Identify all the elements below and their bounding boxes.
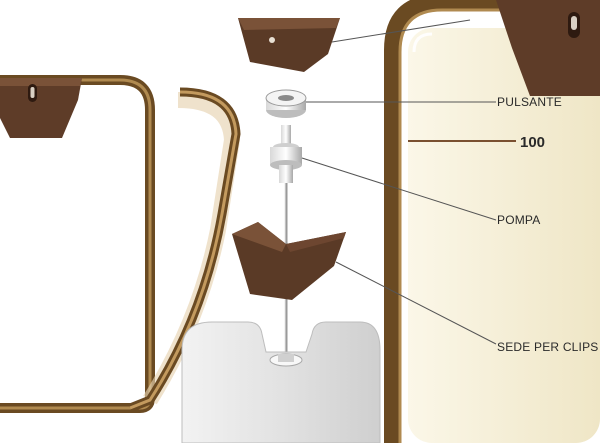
leader-sede-per-clips	[335, 261, 497, 345]
folded-frame-piece	[128, 87, 241, 413]
left-frame	[0, 75, 155, 413]
label-sede-per-clips: SEDE PER CLIPS	[497, 340, 599, 354]
leader-top-clip	[331, 19, 471, 43]
label-pulsante: PULSANTE	[497, 95, 562, 109]
left-clip	[0, 78, 82, 138]
leader-pompa	[301, 157, 497, 221]
top-clip	[238, 18, 340, 72]
pump-button-part	[265, 89, 307, 118]
liquid-window	[408, 28, 600, 443]
refill-container	[181, 321, 381, 443]
label-pompa: POMPA	[497, 213, 540, 227]
right-frame	[384, 0, 600, 443]
bottom-clip	[232, 222, 346, 300]
pump-part	[270, 125, 302, 360]
leader-lines	[301, 19, 497, 345]
label-level: 100	[520, 134, 545, 151]
right-clip	[496, 0, 600, 96]
